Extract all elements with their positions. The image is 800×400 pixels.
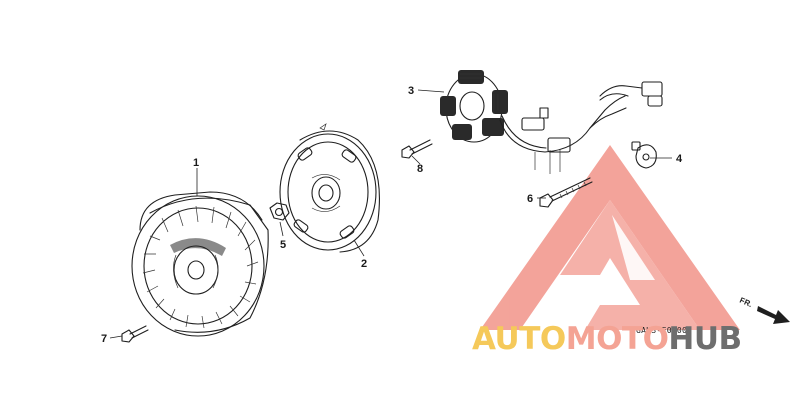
watermark-auto: AUTO — [472, 321, 566, 357]
callout-7: 7 — [101, 333, 107, 345]
callout-6: 6 — [527, 193, 533, 205]
front-direction-indicator: FR. — [738, 296, 790, 324]
arrow-icon — [757, 306, 790, 324]
watermark-moto: MOTO — [566, 321, 669, 357]
callout-5: 5 — [280, 239, 286, 251]
direction-label: FR. — [738, 296, 753, 309]
watermark-wordmark: AUTOMOTOHUB — [472, 321, 742, 357]
callout-4: 4 — [676, 153, 683, 165]
wire-clamp — [631, 141, 657, 169]
callout-3: 3 — [408, 85, 414, 97]
drawing-code: GAH3-E0300 — [636, 326, 687, 335]
leader-lines — [109, 89, 672, 339]
watermark-triangle-logo — [480, 145, 740, 330]
callout-8: 8 — [417, 163, 423, 175]
stator-bolt — [539, 177, 593, 208]
stator-assembly — [440, 70, 663, 174]
flywheel-nut — [269, 202, 290, 221]
callout-1: 1 — [193, 157, 199, 169]
cover-bolt — [401, 139, 433, 159]
cooling-fan — [131, 191, 269, 337]
fan-bolt — [121, 325, 149, 343]
watermark-hub: HUB — [668, 321, 741, 357]
callout-2: 2 — [361, 258, 367, 270]
svg-text:AUTOMOTOHUB: AUTOMOTOHUB — [472, 321, 742, 357]
flywheel — [279, 123, 380, 253]
callouts: 1 2 3 4 5 6 7 8 — [101, 85, 683, 345]
